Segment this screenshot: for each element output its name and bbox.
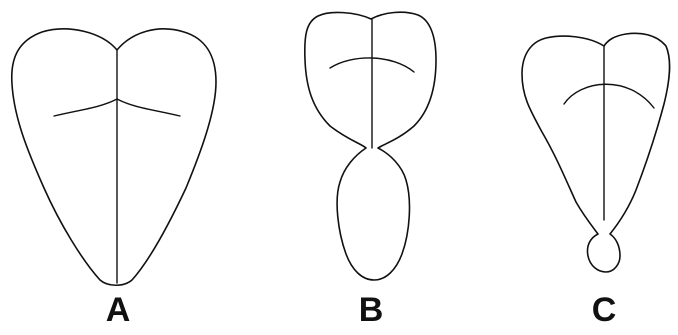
panel-label-a: A (88, 290, 148, 330)
shape-b-outline (305, 12, 436, 280)
shape-c (522, 33, 670, 272)
shape-a (12, 29, 216, 285)
shape-a-outline (12, 29, 216, 285)
shape-a-left-arc (54, 99, 117, 116)
shape-c-outline (522, 33, 670, 272)
shape-c-arc (564, 84, 654, 108)
panel-label-b: B (341, 290, 401, 330)
shape-a-right-arc (117, 99, 180, 116)
panel-label-c: C (574, 290, 634, 330)
shape-b (305, 12, 436, 280)
